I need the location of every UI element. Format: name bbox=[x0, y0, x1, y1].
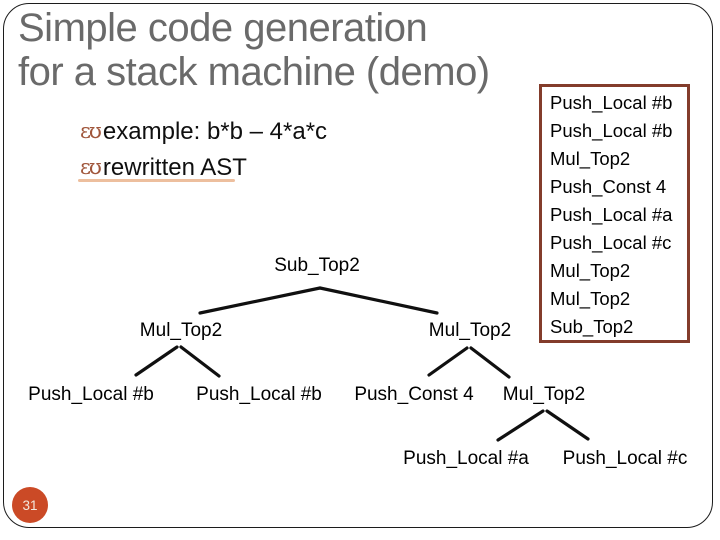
title-line-2: for a stack machine (demo) bbox=[18, 50, 490, 94]
tree-node-mul-top2-right: Mul_Top2 bbox=[428, 320, 512, 341]
instruction-line: Push_Local #b bbox=[550, 120, 673, 141]
page-number: 31 bbox=[22, 497, 38, 513]
highlight-smudge bbox=[78, 179, 235, 182]
bullet-item-example: εʊ example: b*b – 4*a*c bbox=[80, 114, 327, 150]
tree-node-mul-top2-left: Mul_Top2 bbox=[139, 320, 223, 341]
tree-node-mul-top2-bottom: Mul_Top2 bbox=[502, 384, 586, 405]
instruction-line: Sub_Top2 bbox=[550, 316, 634, 337]
instruction-line: Push_Local #a bbox=[550, 204, 673, 225]
tree-node-push-local-a: Push_Local #a bbox=[403, 448, 529, 469]
instruction-listing-box: Push_Local #b Push_Local #b Mul_Top2 Pus… bbox=[539, 84, 690, 343]
tree-node-push-const-4: Push_Const 4 bbox=[354, 384, 474, 405]
instruction-line: Push_Local #b bbox=[550, 92, 673, 113]
bullet-label: rewritten AST bbox=[102, 154, 247, 181]
tree-node-push-local-b2: Push_Local #b bbox=[196, 384, 322, 405]
instruction-line: Mul_Top2 bbox=[550, 148, 631, 169]
instruction-line: Mul_Top2 bbox=[550, 260, 631, 281]
instruction-line: Mul_Top2 bbox=[550, 288, 631, 309]
swirl-bullet-icon: εʊ bbox=[80, 119, 102, 143]
title-line-1: Simple code generation bbox=[18, 6, 428, 50]
instruction-line: Push_Local #c bbox=[550, 232, 672, 253]
tree-node-sub-top2: Sub_Top2 bbox=[274, 255, 360, 276]
bullet-item-rewritten-ast: εʊ rewritten AST bbox=[80, 150, 327, 186]
bullet-label: example: b*b – 4*a*c bbox=[102, 118, 328, 145]
page-title: Simple code generation for a stack machi… bbox=[18, 6, 578, 94]
tree-node-push-local-b1: Push_Local #b bbox=[28, 384, 154, 405]
bullet-list: εʊ example: b*b – 4*a*c εʊ rewritten AST bbox=[80, 114, 327, 186]
tree-node-push-local-c: Push_Local #c bbox=[562, 448, 688, 469]
page-number-badge: 31 bbox=[12, 487, 48, 523]
swirl-bullet-icon: εʊ bbox=[80, 155, 102, 179]
slide-border bbox=[3, 3, 713, 528]
instruction-line: Push_Const 4 bbox=[550, 176, 667, 197]
